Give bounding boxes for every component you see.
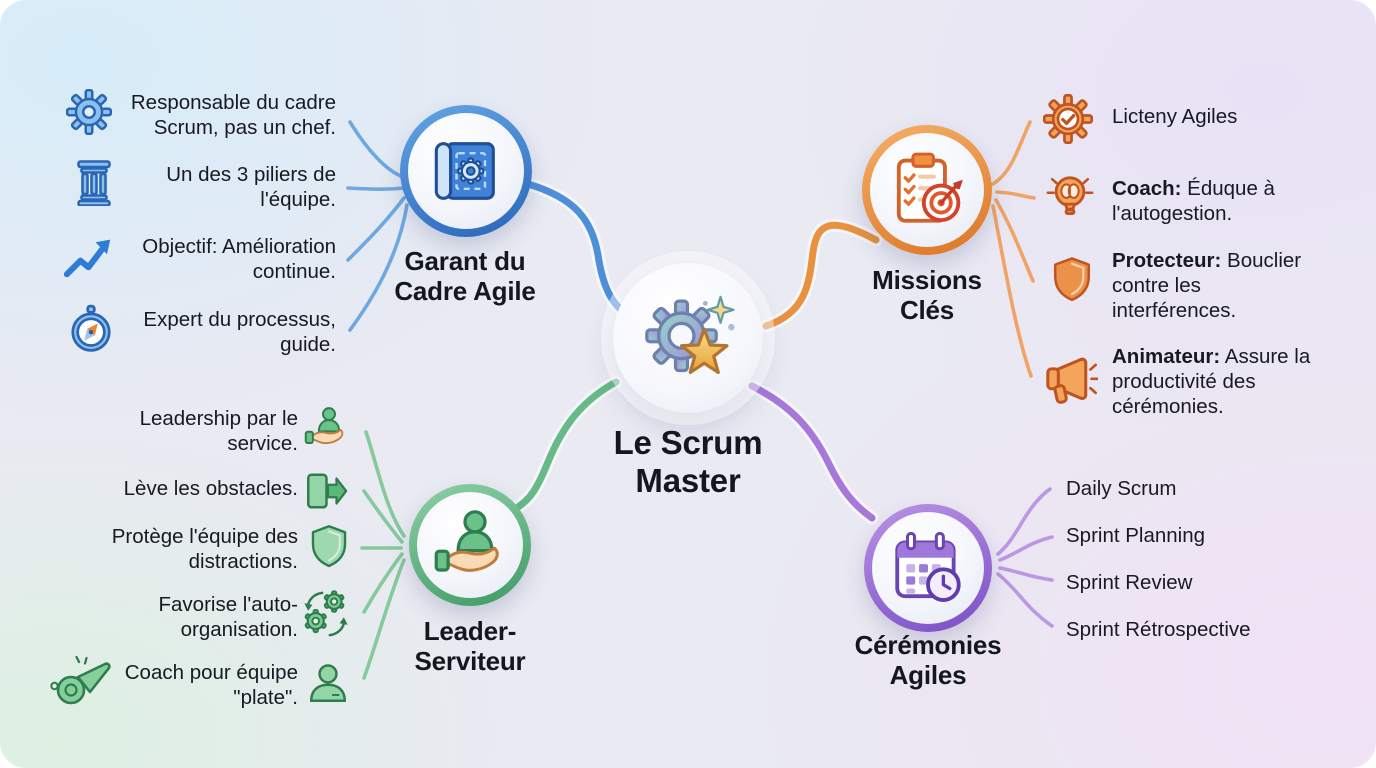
label-center: Le Scrum Master (613, 424, 763, 500)
label-garant: Garant du Cadre Agile (394, 246, 536, 307)
item-text: Sprint Planning (1066, 524, 1206, 547)
node-garant[interactable] (400, 105, 532, 237)
node-leader[interactable] (409, 484, 531, 606)
wire-ceremonies (748, 382, 876, 522)
item-text: Objectif: Amélioration continue. (142, 235, 336, 283)
bulb-brain-icon (1044, 170, 1096, 222)
item-rest: Licteny Agiles (1112, 105, 1238, 128)
wire-leader (511, 378, 620, 513)
wire-fan-leader (360, 430, 406, 680)
megaphone-icon (1042, 352, 1098, 408)
shield-icon (307, 524, 351, 568)
wire-missions (762, 221, 880, 330)
item-text: Sprint Review (1066, 571, 1193, 594)
item-text: Responsable du cadre Scrum, pas un chef. (130, 91, 336, 139)
item-text: Licteny Agiles (1112, 104, 1332, 129)
item-text: Protège l'équipe des distractions. (111, 525, 298, 573)
gears-cycle-icon (300, 588, 352, 640)
gear-star-icon (636, 286, 740, 390)
item-rest: Éduque à l'autogestion. (1112, 177, 1275, 225)
node-center[interactable] (613, 263, 763, 413)
item-bold: Coach: (1112, 177, 1182, 200)
item-text: Sprint Rétrospective (1066, 618, 1251, 641)
item-text: Favorise l'auto-organisation. (158, 593, 299, 641)
item-text: Daily Scrum (1066, 477, 1177, 500)
item-text: Animateur: Assure la productivité des cé… (1112, 344, 1327, 419)
blueprint-gear-icon (428, 133, 504, 209)
shield-icon (1049, 256, 1095, 302)
node-ceremonies[interactable] (864, 504, 992, 632)
item-rest: Bouclier contre les interférences. (1112, 249, 1302, 322)
hand-person-icon (430, 505, 510, 585)
calendar-clock-icon (887, 527, 969, 609)
whistle-icon (50, 656, 114, 708)
item-bold: Animateur: (1112, 345, 1221, 368)
pillar-icon (70, 158, 118, 206)
wire-fan-missions (991, 120, 1036, 378)
item-text: Protecteur: Bouclier contre les interfér… (1112, 248, 1312, 323)
compass-icon (66, 304, 116, 354)
gear-check-icon (1043, 94, 1093, 144)
item-text: Coach pour équipe "plate". (124, 661, 298, 709)
item-bold: Protecteur: (1112, 249, 1222, 272)
hand-person-icon (302, 404, 350, 452)
item-text: Lève les obstacles. (123, 477, 298, 500)
person-icon (305, 660, 351, 706)
clipboard-target-icon (886, 149, 968, 231)
item-text: Expert du processus, guide. (143, 308, 336, 356)
item-rest: Assure la productivité des cérémonies. (1112, 345, 1311, 418)
wire-fan-garant (346, 120, 409, 332)
wire-garant (524, 180, 640, 324)
trend-up-icon (62, 232, 114, 284)
remove-obstacle-icon (303, 468, 349, 514)
label-leader: Leader-Serviteur (414, 616, 526, 677)
label-ceremonies: Cérémonies Agiles (854, 630, 1002, 691)
item-text: Leadership par le service. (139, 407, 298, 455)
gear-icon (66, 89, 112, 135)
label-missions: Missions Clés (872, 265, 982, 326)
item-text: Un des 3 piliers de l'équipe. (166, 163, 336, 211)
node-missions[interactable] (862, 125, 992, 255)
item-text: Coach: Éduque à l'autogestion. (1112, 176, 1287, 226)
wire-fan-ceremonies (996, 487, 1054, 628)
